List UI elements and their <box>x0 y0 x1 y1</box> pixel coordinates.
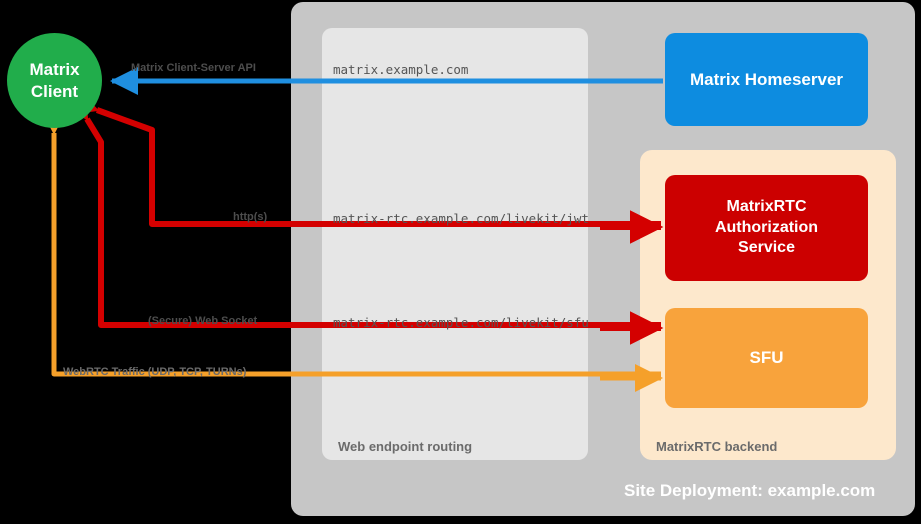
node-sfu-label: SFU <box>749 348 784 367</box>
edge-label-cs-api-endpoint: matrix.example.com <box>333 62 469 77</box>
node-matrix-homeserver-label: Matrix Homeserver <box>689 69 844 89</box>
node-matrixrtc-authorization-service[interactable]: MatrixRTC Authorization Service <box>665 175 868 281</box>
matrixrtc-backend-caption: MatrixRTC backend <box>656 439 778 454</box>
edge-label-ws-endpoint: matrix-rtc.example.com/livekit/sfu <box>333 315 589 330</box>
node-auth-service-line1: MatrixRTC <box>726 197 807 215</box>
node-matrix-homeserver[interactable]: Matrix Homeserver <box>665 33 868 126</box>
edge-line-ws-return <box>56 83 661 328</box>
node-matrix-client[interactable]: Matrix Client <box>7 33 102 128</box>
edge-line-webrtc-return <box>40 107 661 377</box>
edge-label-jwt-endpoint: matrix-rtc.example.com/livekit/jwt <box>333 211 589 226</box>
web-endpoint-routing-caption: Web endpoint routing <box>338 439 473 454</box>
edge-label-webrtc-protocol: WebRTC Traffic (UDP, TCP, TURNs) <box>63 366 247 378</box>
edge-line-jwt-return <box>61 83 661 227</box>
edge-label-cs-api-protocol: Matrix Client-Server API <box>131 62 256 74</box>
site-deployment-caption: Site Deployment: example.com <box>624 481 876 500</box>
node-sfu[interactable]: SFU <box>665 308 868 408</box>
edge-label-jwt-protocol: http(s) <box>233 211 268 223</box>
node-auth-service-line2: Authorization <box>714 218 819 236</box>
web-endpoint-routing-container <box>322 28 588 460</box>
edge-label-ws-protocol: (Secure) Web Socket <box>148 315 258 327</box>
node-matrix-client-line2: Client <box>30 81 79 101</box>
node-matrix-client-line1: Matrix <box>29 60 80 80</box>
node-auth-service-line3: Service <box>738 239 795 257</box>
